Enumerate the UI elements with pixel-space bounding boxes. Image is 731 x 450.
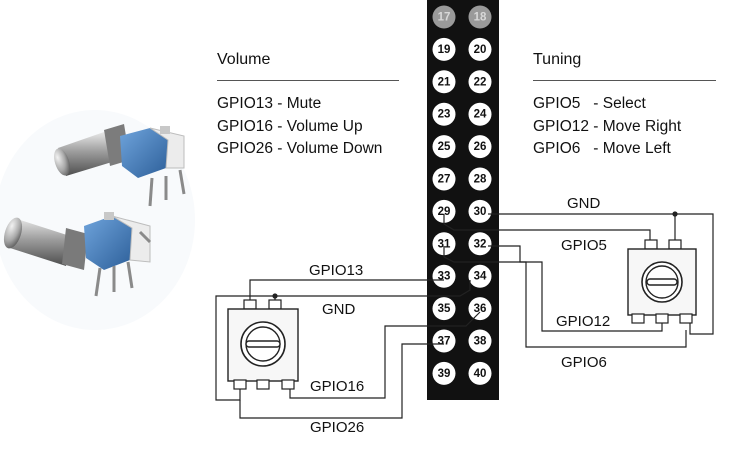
gpio-pin-39 [432,361,456,385]
wire-label-gpio5: GPIO5 [561,237,607,254]
gpio-pin-label-22: 22 [474,76,487,88]
tuning-wires [443,213,714,348]
gpio-pin-18 [468,5,492,29]
gpio-pin-17 [432,5,456,29]
gpio-pin-label-36: 36 [474,303,487,315]
wire-label-gpio16: GPIO16 [310,378,364,395]
gpio-pin-label-38: 38 [474,336,487,348]
gpio-pin-25 [432,135,456,159]
wire-gpio26 [239,343,444,419]
gpio-pin-30 [468,199,492,223]
tuning-mapping-left: GPIO6 - Move Left [533,140,671,157]
tuning-divider [533,80,716,81]
gpio-pin-label-32: 32 [474,238,487,250]
gpio-pin-29 [432,199,456,223]
tuning-mapping-select: GPIO5 - Select [533,95,646,112]
gpio-pin-40 [468,361,492,385]
wire-label-gnd-volume: GND [322,301,356,318]
encoder-photo-top [54,124,186,207]
volume-mapping-up: GPIO16 - Volume Up [217,117,363,135]
wire-label-gpio6: GPIO6 [561,354,607,371]
gpio-pin-label-28: 28 [474,174,487,186]
gpio-pin-label-24: 24 [474,109,487,121]
volume-mappings: GPIO13 - Mute GPIO16 - Volume Up GPIO26 … [217,93,382,161]
gpio-pin-label-19: 19 [438,44,451,56]
gpio-pin-label-25: 25 [438,141,451,153]
volume-mapping-down: GPIO26 - Volume Down [217,140,383,157]
gpio-pin-23 [432,102,456,126]
wire-gpio6 [443,246,687,348]
volume-wires [215,279,481,419]
gpio-pin-label-37: 37 [438,336,451,348]
gpio-pin-27 [432,167,456,191]
volume-encoder-schematic [227,299,299,390]
gpio-pin-label-17: 17 [438,12,451,24]
wire-gpio5 [443,214,651,240]
wire-label-gnd-tuning: GND [567,195,601,212]
volume-divider [217,80,399,81]
gpio-pin-label-40: 40 [474,368,487,380]
encoder-photo-bottom [3,212,152,297]
gpio-pin-label-35: 35 [438,303,451,315]
gpio-pin-20 [468,37,492,61]
wire-label-gpio12: GPIO12 [556,313,610,330]
gpio-pin-34 [468,264,492,288]
junction-dot-volume [272,293,278,299]
tuning-title: Tuning [533,51,582,68]
gpio-pin-32 [468,232,492,256]
gpio-pin-26 [468,135,492,159]
gpio-pin-label-27: 27 [438,174,451,186]
gpio-pin-22 [468,70,492,94]
gpio-pin-label-23: 23 [438,109,451,121]
encoder-photo [0,110,195,330]
wire-label-gpio13: GPIO13 [309,262,363,279]
gpio-pin-label-39: 39 [438,368,451,380]
gpio-pin-label-18: 18 [474,12,487,24]
gpio-pin-38 [468,329,492,353]
volume-title: Volume [217,51,271,68]
tuning-mappings: GPIO5 - Select GPIO12 - Move Right GPIO6… [533,93,681,161]
wire-gpio13 [249,279,444,300]
wire-gpio12 [488,245,663,332]
gpio-pin-37 [432,329,456,353]
wire-label-gpio26: GPIO26 [310,419,364,436]
gpio-pin-label-30: 30 [474,206,487,218]
gpio-pin-24 [468,102,492,126]
gpio-pin-33 [432,264,456,288]
gpio-pin-35 [432,297,456,321]
gpio-pin-36 [468,297,492,321]
gpio-pin-label-26: 26 [474,141,487,153]
gpio-pin-label-29: 29 [438,206,451,218]
gpio-pin-31 [432,232,456,256]
gpio-pin-label-20: 20 [474,44,487,56]
gpio-pins: 17 19 21 23 25 27 29 31 33 35 37 39 18 20 22 24 26 28 30 32… [432,5,492,385]
wire-gnd-tuning [488,213,714,335]
gpio-pin-19 [432,37,456,61]
tuning-encoder-schematic [627,239,697,324]
junction-dot-tuning [672,211,678,217]
gpio-pin-label-31: 31 [438,238,451,250]
gpio-pin-21 [432,70,456,94]
gpio-pin-label-34: 34 [474,271,487,283]
gpio-pin-label-21: 21 [438,76,451,88]
volume-mapping-mute: GPIO13 - Mute [217,95,322,112]
wire-gpio16 [289,311,481,399]
gpio-pin-28 [468,167,492,191]
tuning-mapping-right: GPIO12 - Move Right [533,117,682,135]
gpio-pin-label-33: 33 [438,271,451,283]
